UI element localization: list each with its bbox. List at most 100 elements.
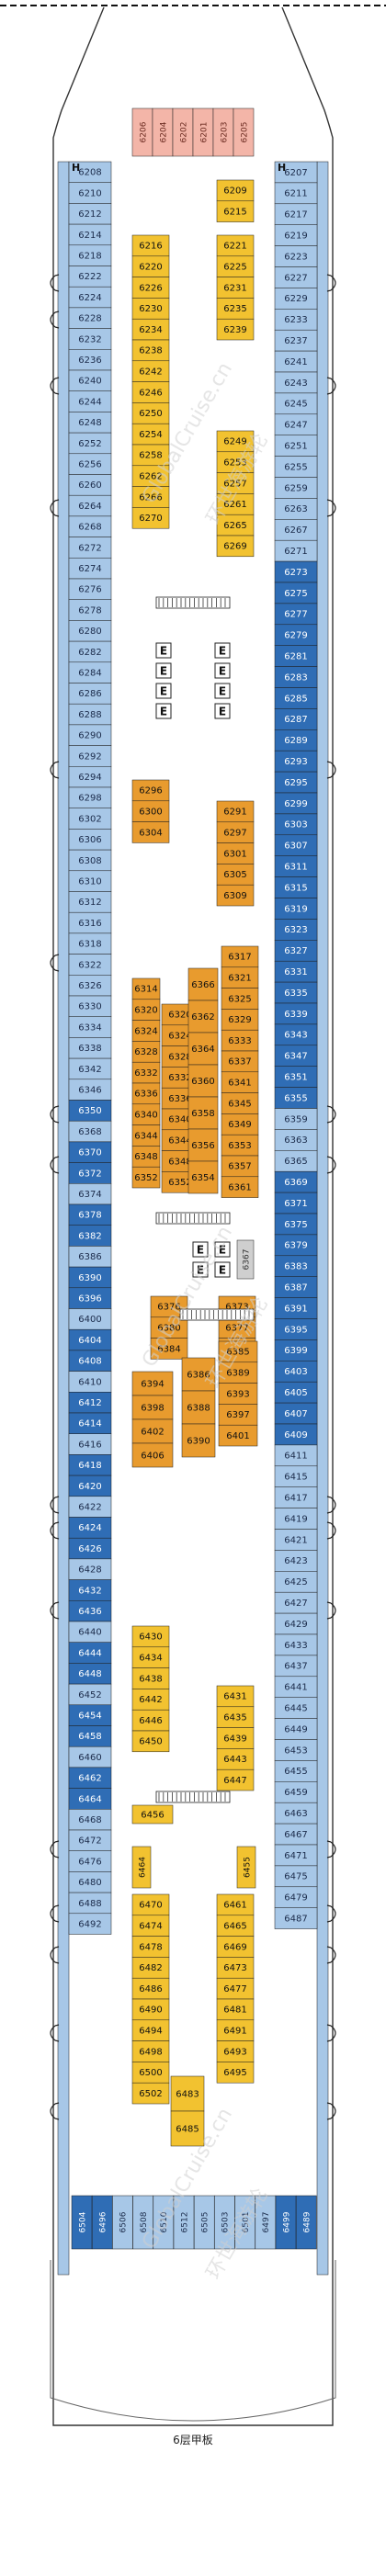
- svg-text:6376: 6376: [157, 1303, 180, 1313]
- cabin-right-outer: 6449: [274, 1718, 318, 1740]
- cabin-suite: 6352: [131, 1166, 161, 1189]
- cabin-suite: 6353: [221, 1134, 259, 1157]
- cabin-right-outer: 6421: [274, 1529, 318, 1551]
- svg-text:6439: 6439: [223, 1734, 246, 1744]
- cabin-left-outer: 6444: [68, 1642, 112, 1664]
- svg-text:6368: 6368: [78, 1127, 101, 1137]
- connecting-door-icon: [50, 274, 60, 292]
- cabin-right-outer: 6307: [274, 834, 318, 856]
- svg-text:6468: 6468: [78, 1815, 101, 1825]
- accessible-marker: H: [278, 162, 286, 174]
- svg-text:6406: 6406: [141, 1451, 164, 1461]
- svg-text:6479: 6479: [284, 1893, 307, 1904]
- svg-text:6297: 6297: [223, 829, 246, 839]
- cabin-inside: 6477: [216, 1977, 255, 2000]
- svg-text:6380: 6380: [157, 1324, 180, 1334]
- cabin-left-outer: 6368: [68, 1120, 112, 1143]
- cabin-suite: 6384: [150, 1338, 188, 1360]
- cabin-left-outer: 6316: [68, 911, 112, 934]
- svg-text:6372: 6372: [78, 1169, 101, 1179]
- cabin-left-outer: 6308: [68, 849, 112, 872]
- cabin-right-outer: 6281: [274, 645, 318, 667]
- elevator-icon: E: [214, 662, 231, 679]
- svg-text:6370: 6370: [78, 1148, 101, 1158]
- svg-text:6250: 6250: [139, 409, 162, 419]
- svg-text:6398: 6398: [141, 1403, 164, 1413]
- cabin-service: 6367: [236, 1239, 255, 1280]
- cabin-left-outer: 6322: [68, 954, 112, 976]
- svg-text:6415: 6415: [284, 1473, 307, 1483]
- connecting-door-icon: [50, 954, 60, 972]
- svg-text:6489: 6489: [303, 2211, 312, 2232]
- svg-text:6233: 6233: [284, 315, 307, 325]
- cabin-inside: 6438: [131, 1667, 170, 1689]
- cabin-inside: 6478: [131, 1936, 170, 1958]
- svg-text:6215: 6215: [223, 208, 246, 218]
- svg-text:6405: 6405: [284, 1388, 307, 1398]
- bow-cabin: 6206: [131, 107, 153, 157]
- svg-text:6494: 6494: [139, 2027, 162, 2037]
- cabin-right-outer: 6327: [274, 940, 318, 962]
- svg-text:6414: 6414: [78, 1419, 101, 1429]
- svg-text:6341: 6341: [228, 1079, 251, 1089]
- svg-text:6496: 6496: [99, 2211, 108, 2232]
- svg-text:6409: 6409: [284, 1430, 307, 1441]
- svg-text:6304: 6304: [139, 828, 162, 838]
- cabin-suite: 6357: [221, 1155, 259, 1178]
- svg-text:6418: 6418: [78, 1461, 101, 1471]
- cabin-right-outer: 6219: [274, 224, 318, 246]
- svg-text:E: E: [160, 645, 167, 658]
- cabin-left-outer: 6284: [68, 661, 112, 684]
- cabin-right-outer: 6223: [274, 245, 318, 267]
- cabin-right-outer: 6243: [274, 371, 318, 394]
- cabin-left-outer: 6260: [68, 474, 112, 496]
- svg-text:6347: 6347: [284, 1052, 307, 1062]
- cabin-right-outer: 6369: [274, 1170, 318, 1193]
- connecting-door-icon: [50, 1946, 60, 1964]
- elevator-icon: E: [214, 683, 231, 699]
- svg-text:6209: 6209: [223, 186, 246, 197]
- svg-text:6291: 6291: [223, 808, 246, 818]
- elevator-icon: E: [214, 642, 231, 659]
- svg-text:6397: 6397: [226, 1410, 249, 1420]
- cabin-right-outer: 6409: [274, 1423, 318, 1446]
- svg-text:6474: 6474: [139, 1922, 162, 1932]
- connecting-door-icon: [50, 2102, 60, 2120]
- cabin-right-outer: 6419: [274, 1508, 318, 1530]
- connecting-door-icon: [50, 1521, 60, 1540]
- svg-text:6378: 6378: [78, 1211, 101, 1221]
- cabin-left-outer: 6390: [68, 1266, 112, 1289]
- cabin-right-outer: 6295: [274, 771, 318, 794]
- svg-text:6310: 6310: [78, 876, 101, 887]
- cabin-inside: 6230: [131, 298, 170, 320]
- cabin-inside: 6238: [131, 339, 170, 362]
- svg-text:6437: 6437: [284, 1662, 307, 1672]
- cabin-right-outer: 6471: [274, 1844, 318, 1867]
- svg-text:6502: 6502: [139, 2089, 162, 2099]
- cabin-left-outer: 6420: [68, 1474, 112, 1497]
- cabin-right-outer: 6415: [274, 1465, 318, 1487]
- cabin-right-outer: 6365: [274, 1150, 318, 1172]
- svg-text:6260: 6260: [78, 480, 101, 491]
- cabin-left-outer: 6224: [68, 286, 112, 309]
- cabin-left-outer: 6310: [68, 870, 112, 892]
- svg-text:6206: 6206: [139, 121, 148, 142]
- cabin-left-outer: 6292: [68, 745, 112, 767]
- cabin-inside: 6250: [131, 402, 170, 424]
- cabin-left-outer: 6244: [68, 390, 112, 412]
- svg-text:6467: 6467: [284, 1830, 307, 1840]
- cabin-right-outer: 6227: [274, 266, 318, 288]
- cabin-inside: 6254: [131, 423, 170, 446]
- svg-text:6323: 6323: [284, 925, 307, 935]
- svg-text:6327: 6327: [284, 946, 307, 956]
- svg-text:E: E: [219, 706, 226, 718]
- svg-text:6344: 6344: [134, 1131, 157, 1141]
- svg-text:6361: 6361: [228, 1183, 251, 1193]
- svg-text:6384: 6384: [157, 1344, 180, 1354]
- cabin-right-outer: 6267: [274, 519, 318, 541]
- cabin-suite: 6341: [221, 1071, 259, 1093]
- cabin-right-outer: 6371: [274, 1192, 318, 1215]
- cabin-inside: 6465: [216, 1915, 255, 1937]
- svg-text:6271: 6271: [284, 547, 307, 557]
